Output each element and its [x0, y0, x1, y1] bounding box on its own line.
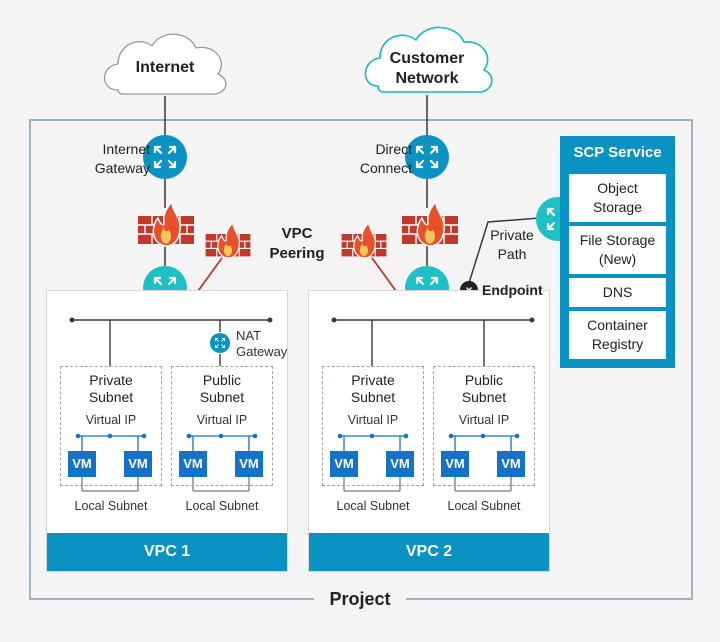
virtual-ip-label: Virtual IP: [347, 413, 399, 427]
scp-item-object-storage: Object Storage: [569, 174, 666, 222]
vm-icon: VM: [179, 451, 207, 477]
vpc2-label: VPC 2: [309, 533, 549, 571]
private-path-label: Private Path: [490, 227, 534, 262]
subnet-box: [60, 366, 162, 486]
vpc-peering-lines: [197, 257, 397, 292]
direct-connect-label: Direct Connect: [359, 141, 412, 176]
project-label: Project: [314, 586, 406, 612]
local-subnet-label: Local Subnet: [74, 499, 148, 513]
nat-gateway-icon: [210, 333, 230, 353]
scp-service-panel: SCP Service Object Storage File Storage …: [560, 136, 675, 368]
vpc1-label: VPC 1: [47, 533, 287, 571]
vm-icon: VM: [386, 451, 414, 477]
endpoint-label: Endpoint: [482, 282, 543, 298]
direct-connect-router-icon: [405, 135, 449, 179]
scp-item-container-registry: Container Registry: [569, 311, 666, 359]
vpc1-box: VPC 1: [46, 290, 288, 572]
subnet-title: Private Subnet: [350, 372, 396, 405]
vpc2-box: VPC 2: [308, 290, 550, 572]
local-subnet-label: Local Subnet: [185, 499, 259, 513]
virtual-ip-label: Virtual IP: [85, 413, 137, 427]
local-subnet-label: Local Subnet: [336, 499, 410, 513]
scp-item-dns: DNS: [569, 278, 666, 307]
virtual-ip-label: Virtual IP: [196, 413, 248, 427]
vpc-peering-label: VPC Peering: [269, 225, 325, 262]
vm-icon: VM: [235, 451, 263, 477]
internet-gateway-router-icon: [143, 135, 187, 179]
local-subnet-label: Local Subnet: [447, 499, 521, 513]
subnet-title: Private Subnet: [88, 372, 134, 405]
subnet-box: [171, 366, 273, 486]
customer-network-label: Customer Network: [389, 50, 465, 87]
internet-cloud-icon: [103, 33, 227, 95]
internet-label: Internet: [135, 59, 195, 76]
subnet-title: Public Subnet: [461, 372, 507, 405]
subnet-box: [322, 366, 424, 486]
nat-gateway-label: NAT Gateway: [236, 328, 288, 359]
vm-icon: VM: [441, 451, 469, 477]
vm-icon: VM: [330, 451, 358, 477]
scp-service-title: SCP Service: [573, 144, 662, 161]
vm-icon: VM: [68, 451, 96, 477]
scp-item-file-storage: File Storage (New): [569, 226, 666, 274]
internet-gateway-label: Internet Gateway: [94, 141, 150, 176]
vm-icon: VM: [497, 451, 525, 477]
virtual-ip-label: Virtual IP: [458, 413, 510, 427]
subnet-box: [433, 366, 535, 486]
customer-network-cloud-icon: [364, 26, 493, 93]
subnet-title: Public Subnet: [199, 372, 245, 405]
vm-icon: VM: [124, 451, 152, 477]
